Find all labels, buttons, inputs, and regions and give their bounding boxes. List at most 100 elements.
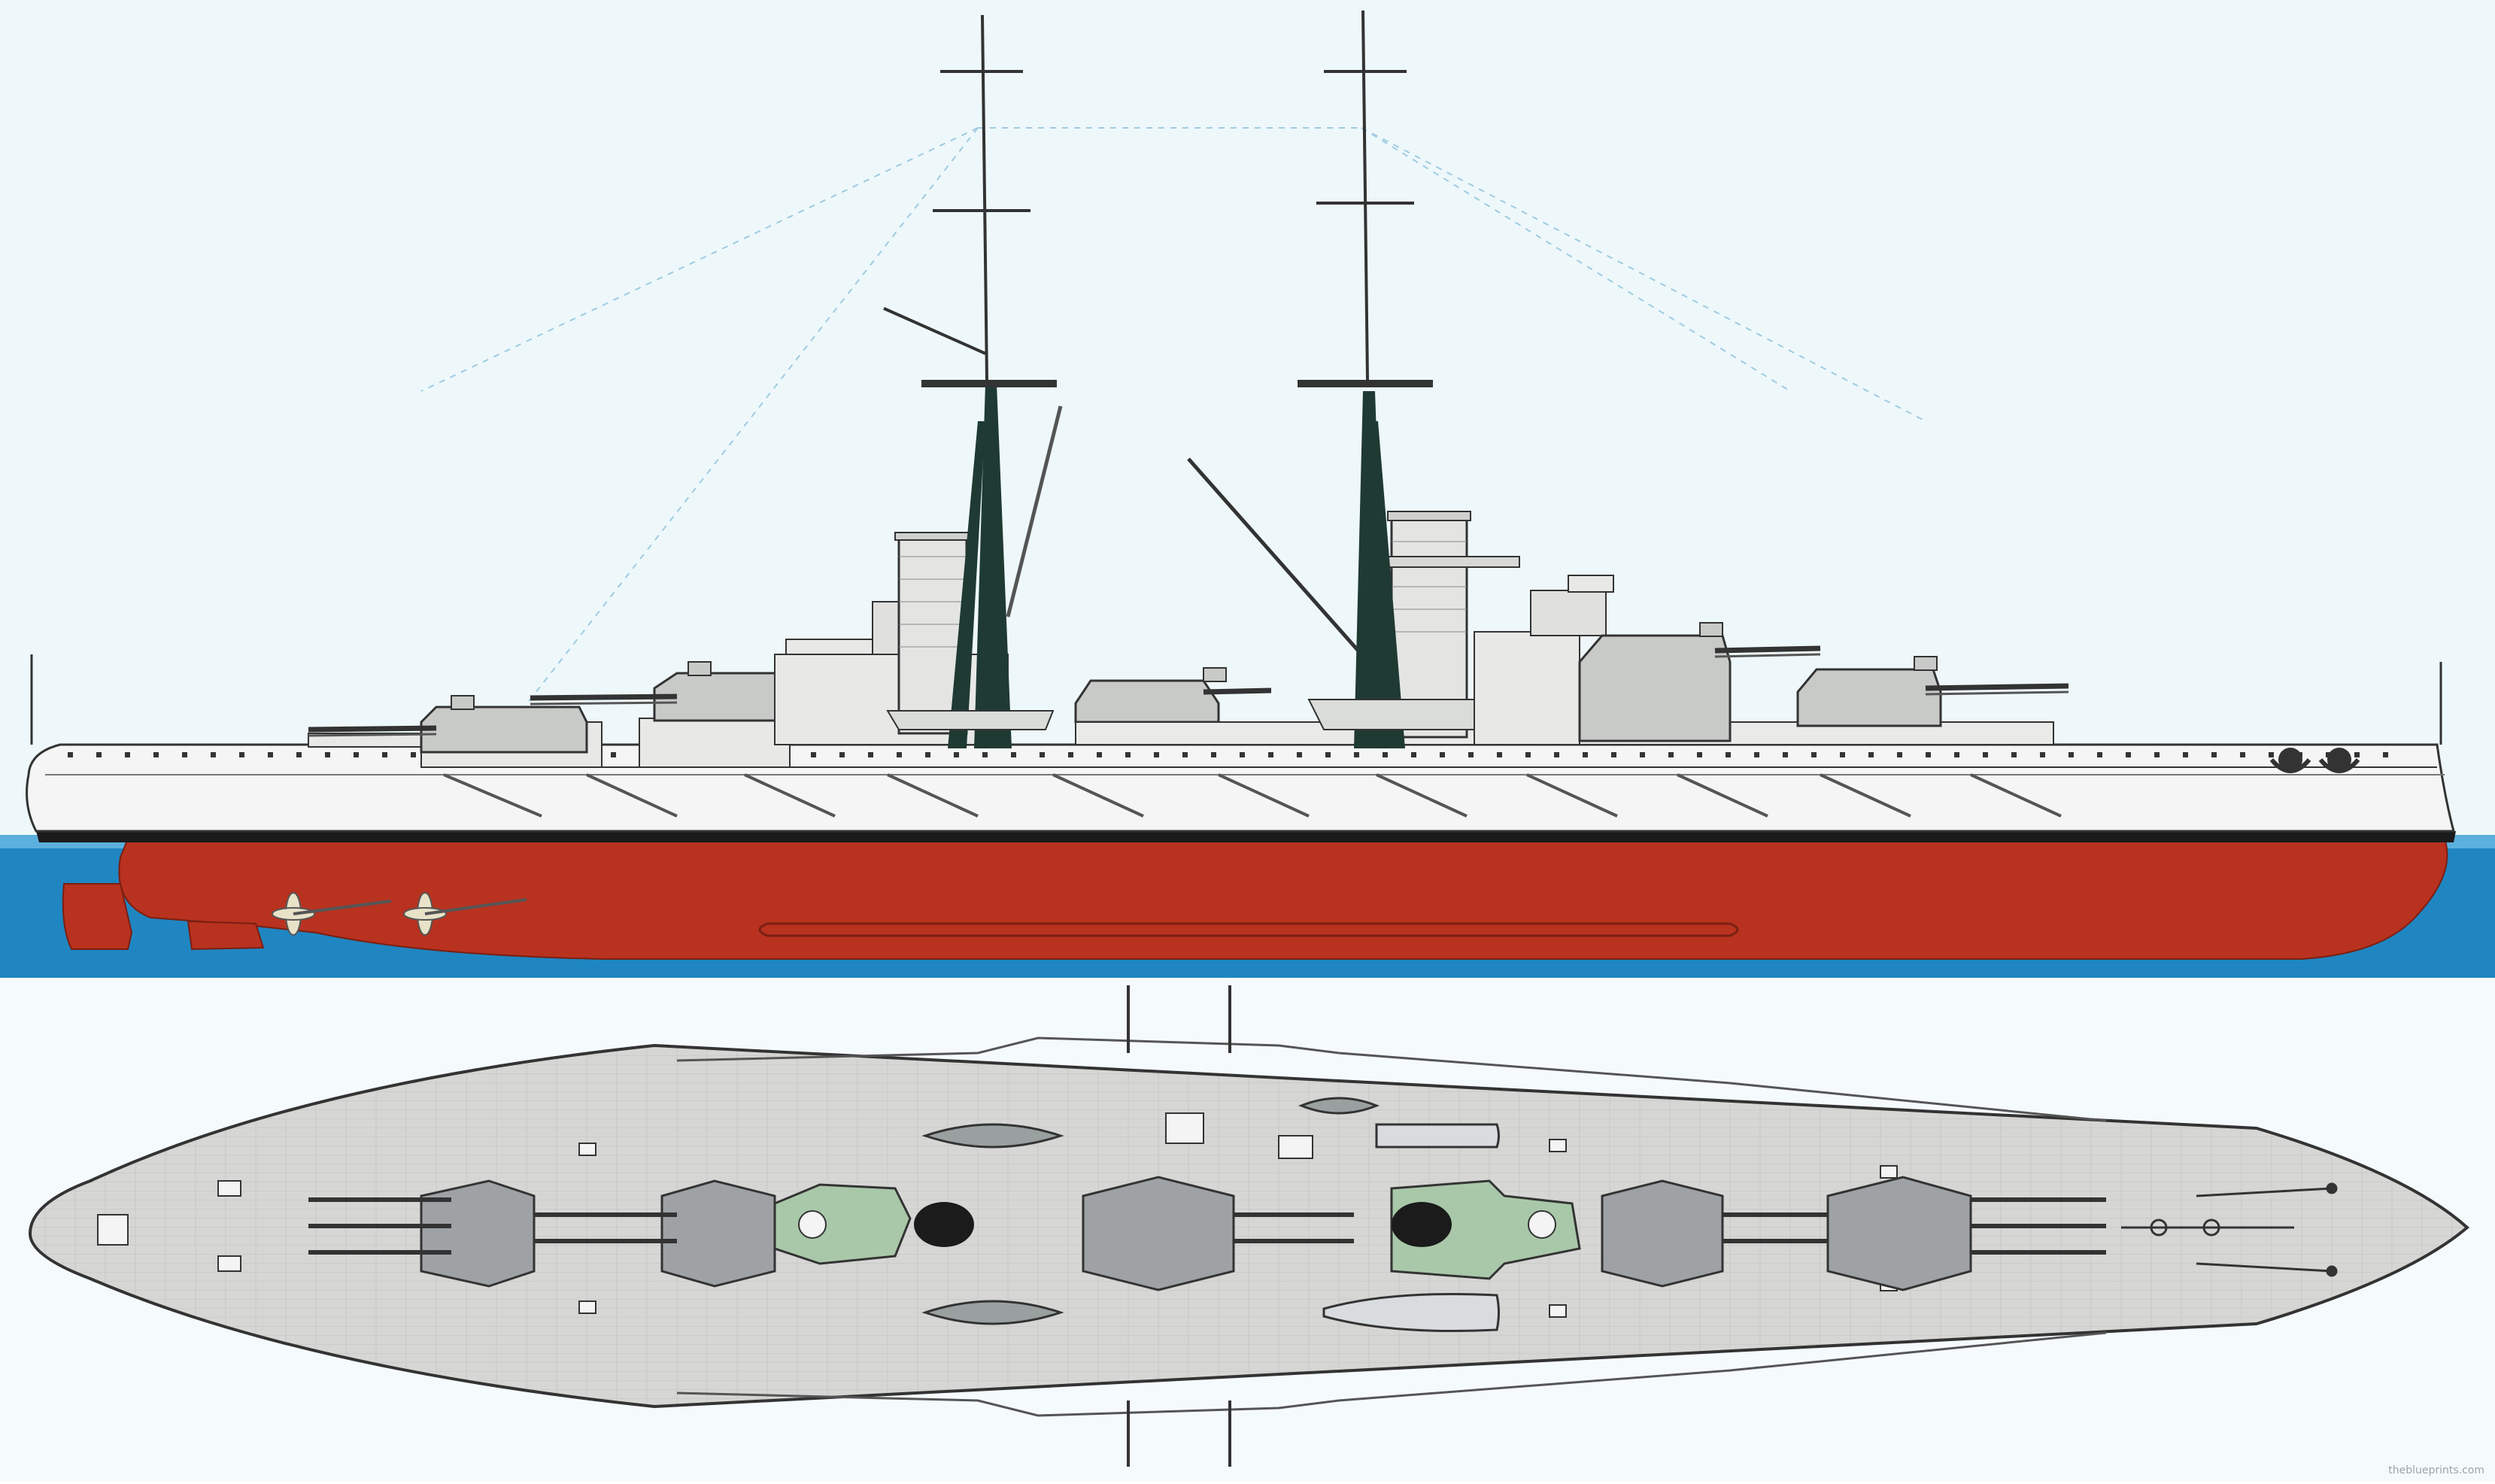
plan-view [28, 985, 2470, 1467]
porthole [1211, 752, 1216, 757]
porthole [2097, 752, 2102, 757]
porthole [1125, 752, 1131, 757]
porthole [354, 752, 359, 757]
anchor-icon [2318, 748, 2360, 773]
watermark-text: theblueprints.com [2388, 1464, 2484, 1476]
searchlight-tower [872, 601, 903, 655]
porthole [1668, 752, 1674, 757]
porthole [1325, 752, 1331, 757]
skeg [187, 920, 265, 951]
propeller-icon [403, 892, 527, 936]
porthole [1954, 752, 1959, 757]
porthole [1583, 752, 1588, 757]
porthole [2040, 752, 2045, 757]
aft-bridge [774, 654, 1009, 745]
turret-plan-3 [1082, 1176, 1354, 1291]
porthole [1640, 752, 1645, 757]
porthole [2183, 752, 2188, 757]
net-booms [443, 773, 2062, 818]
porthole [1611, 752, 1616, 757]
porthole [1468, 752, 1474, 757]
porthole [2354, 752, 2360, 757]
turret-plan-2 [534, 1179, 776, 1288]
turret-aft-2 [530, 661, 795, 768]
mast-fore [1298, 10, 1433, 748]
boot-topping [36, 831, 2456, 842]
porthole [96, 752, 102, 757]
porthole [1811, 752, 1817, 757]
porthole [1983, 752, 1988, 757]
propeller-icon [272, 892, 392, 936]
porthole [2126, 752, 2131, 757]
porthole [1011, 752, 1016, 757]
bilge-keel [758, 922, 1739, 937]
deck-edge-starboard [676, 1331, 2107, 1417]
rigging-lines [420, 127, 1926, 753]
boat-fore [1307, 699, 1498, 730]
porthole [2011, 752, 2017, 757]
porthole [153, 752, 159, 757]
porthole [1297, 752, 1302, 757]
porthole [1697, 752, 1702, 757]
boats [921, 1097, 1500, 1332]
side-profile [26, 10, 2456, 960]
porthole [1897, 752, 1902, 757]
bridge-plan-fore [1390, 1179, 1581, 1280]
porthole [1154, 752, 1159, 757]
porthole [954, 752, 959, 757]
turret-fore-1 [1578, 622, 1821, 742]
mast-aft [883, 14, 1063, 748]
porthole [325, 752, 330, 757]
porthole [211, 752, 216, 757]
porthole [1726, 752, 1731, 757]
bridge-plan-aft [773, 1183, 974, 1265]
hull-red-underwater [118, 838, 2448, 960]
deck-edge-port [676, 1036, 2107, 1122]
porthole [1497, 752, 1502, 757]
porthole [1383, 752, 1388, 757]
crane-boom [1187, 457, 1363, 656]
porthole [1182, 752, 1188, 757]
porthole [1926, 752, 1931, 757]
porthole [811, 752, 816, 757]
porthole [839, 752, 845, 757]
porthole [2383, 752, 2388, 757]
fore-bridge [1474, 631, 1580, 745]
turret-plan-5 [1826, 1176, 2106, 1291]
porthole [1040, 752, 1045, 757]
fore-bridge-top [1530, 590, 1607, 636]
porthole [2240, 752, 2245, 757]
porthole [296, 752, 302, 757]
porthole [982, 752, 988, 757]
hull-white-upper [26, 743, 2455, 833]
anchor-icon [2269, 748, 2311, 773]
porthole [411, 752, 416, 757]
porthole [1240, 752, 1245, 757]
rudder [62, 883, 133, 950]
porthole [1354, 752, 1359, 757]
porthole [1840, 752, 1845, 757]
porthole [2154, 752, 2160, 757]
porthole [182, 752, 187, 757]
porthole [2269, 752, 2274, 757]
porthole [382, 752, 387, 757]
porthole [1554, 752, 1559, 757]
porthole [1525, 752, 1531, 757]
porthole [2211, 752, 2217, 757]
turret-plan-4 [1601, 1179, 1835, 1288]
aft-bridge-top [785, 639, 877, 655]
porthole [268, 752, 273, 757]
porthole [1440, 752, 1445, 757]
porthole [1754, 752, 1759, 757]
turret-aft-1 [308, 695, 588, 754]
porthole [125, 752, 130, 757]
porthole [1097, 752, 1102, 757]
turret-fore-2 [1796, 656, 2069, 727]
porthole [1411, 752, 1416, 757]
boat-aft [886, 710, 1055, 730]
turret-plan-1 [308, 1179, 536, 1288]
porthole [68, 752, 73, 757]
porthole [1868, 752, 1874, 757]
